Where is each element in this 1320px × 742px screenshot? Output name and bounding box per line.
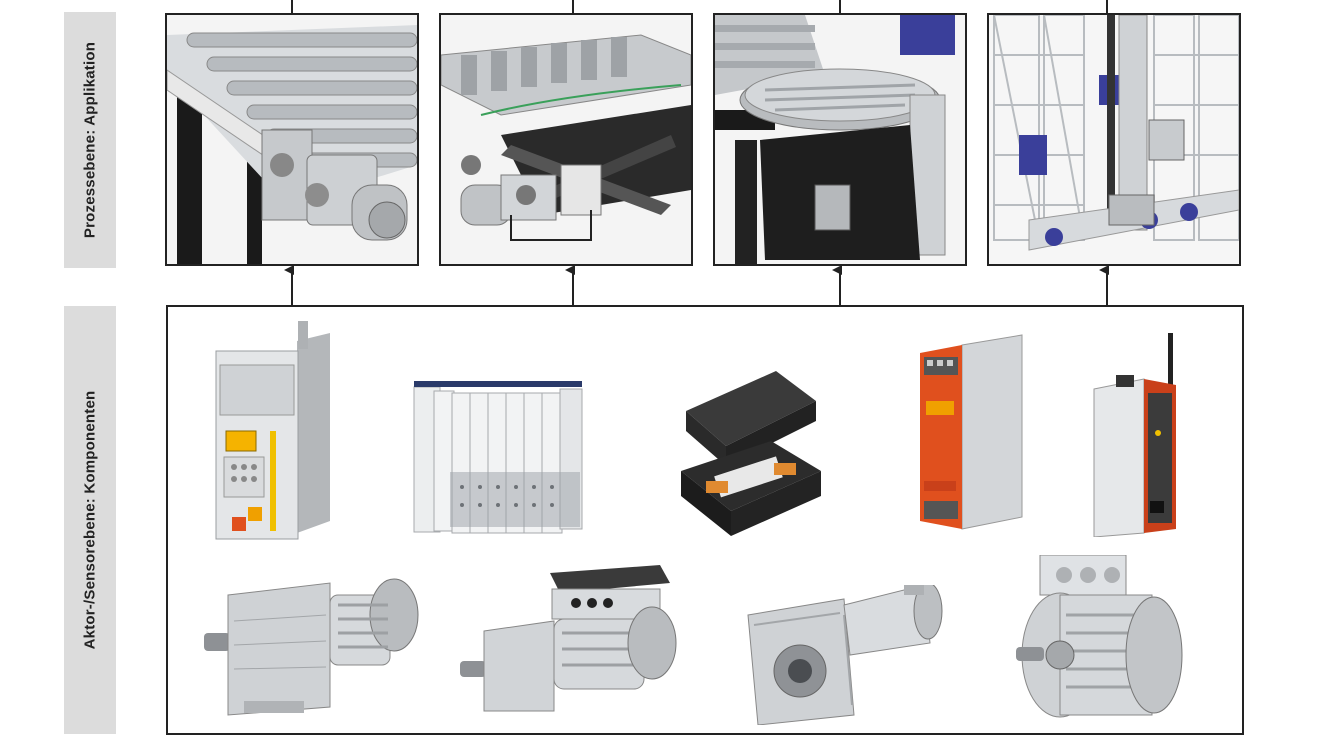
three-phase-motor xyxy=(1014,555,1194,725)
process-level-label: Prozessebene: Applikation xyxy=(64,12,116,268)
junction-box-icon xyxy=(681,371,821,536)
power-supply xyxy=(918,331,1024,537)
helical-gearmotor-icon xyxy=(204,578,419,716)
wireless-router xyxy=(1088,333,1184,537)
gearmotor-with-inverter-icon xyxy=(460,565,677,712)
bevel-gearmotor-icon xyxy=(747,585,943,725)
wireless-router-icon xyxy=(1093,333,1176,537)
io-system-icon xyxy=(413,381,583,534)
application-storage-retrieval xyxy=(987,13,1241,266)
component-level-label: Aktor-/Sensorebene: Komponenten xyxy=(64,306,116,734)
frequency-inverter xyxy=(212,321,332,547)
storage-retrieval-machine-icon xyxy=(989,15,1239,264)
junction-box xyxy=(676,371,826,541)
roller-conveyor-icon xyxy=(167,15,417,264)
application-roller-conveyor xyxy=(165,13,419,266)
components-panel xyxy=(166,305,1244,735)
helical-gearmotor xyxy=(204,575,424,717)
power-supply-icon xyxy=(920,334,1023,530)
bevel-gearmotor xyxy=(744,585,944,725)
frequency-inverter-icon xyxy=(215,321,330,540)
three-phase-motor-icon xyxy=(1016,555,1183,718)
turntable-conveyor-icon xyxy=(715,15,965,264)
scissor-lift-conveyor-icon xyxy=(441,15,691,264)
application-scissor-lift xyxy=(439,13,693,266)
io-system xyxy=(410,377,586,537)
application-turntable xyxy=(713,13,967,266)
gearmotor-with-inverter xyxy=(460,561,682,717)
